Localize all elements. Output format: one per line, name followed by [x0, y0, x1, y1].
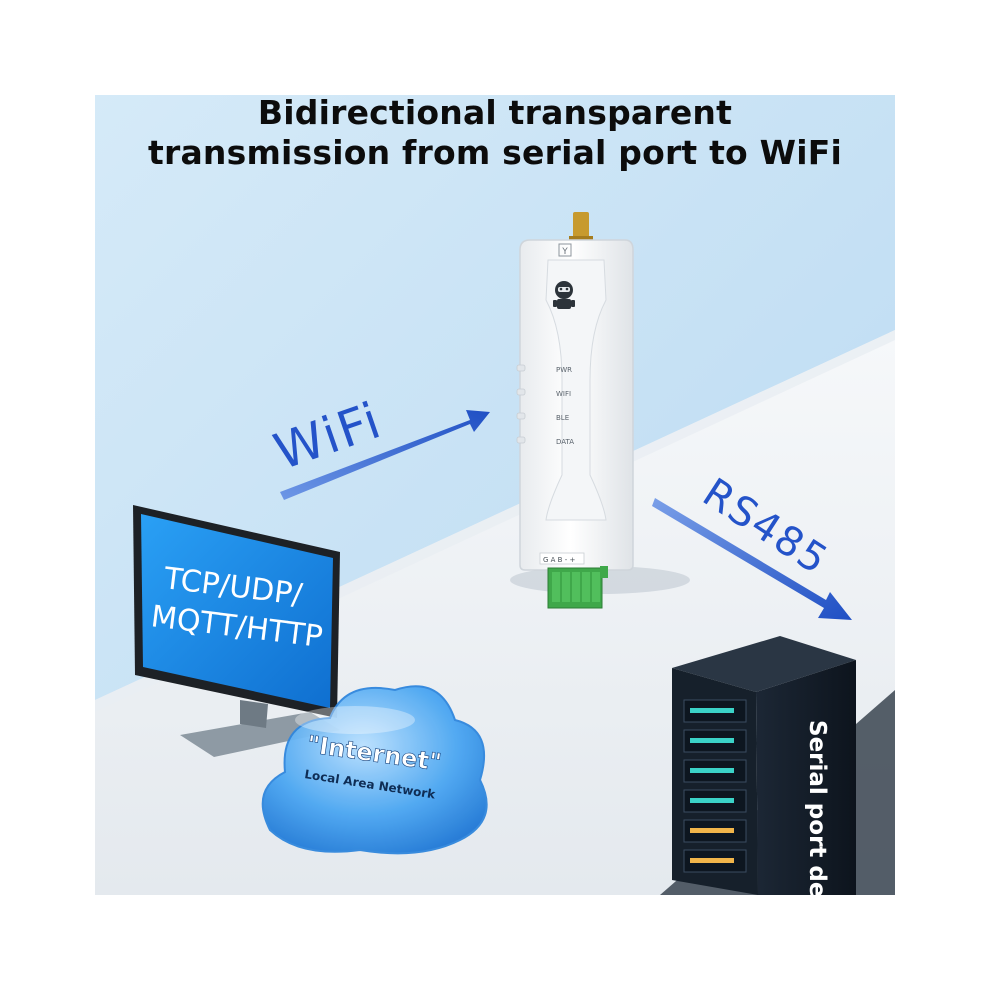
- server-label: Serial port devic: [804, 720, 830, 934]
- led-label-wifi: WIFI: [556, 390, 571, 398]
- monitor: [133, 505, 340, 757]
- wifi-serial-device: Y PWR WIFI BLE DATA G A B - +: [516, 212, 634, 609]
- device-logo-text: Y: [561, 247, 568, 257]
- server-drive-bays: [683, 699, 747, 873]
- monitor-stand: [240, 700, 268, 728]
- monitor-screen: [141, 514, 333, 708]
- led-bump: [516, 436, 526, 444]
- cloud-icon: [261, 685, 488, 855]
- device-logo-mark: [558, 243, 572, 257]
- terminal-label-strip: [539, 552, 585, 565]
- led-bump: [516, 388, 526, 396]
- led-label-ble: BLE: [556, 414, 569, 422]
- robot-mascot-icon: [553, 281, 575, 309]
- led-label-pwr: PWR: [556, 366, 572, 374]
- rs485-arrow: [652, 498, 852, 620]
- monitor-base: [180, 712, 340, 757]
- terminal-block: [547, 566, 608, 609]
- terminal-label: G A B - +: [543, 556, 575, 564]
- title-line-1: Bidirectional transparent: [257, 93, 733, 132]
- wifi-arrow: [280, 410, 490, 500]
- server-rack: [672, 636, 856, 895]
- server-top: [672, 636, 856, 692]
- led-label-data: DATA: [556, 438, 574, 446]
- led-bump: [516, 412, 526, 420]
- server-side: [756, 660, 856, 895]
- title-line-2: transmission from serial port to WiFi: [148, 133, 842, 172]
- led-bump: [516, 364, 526, 372]
